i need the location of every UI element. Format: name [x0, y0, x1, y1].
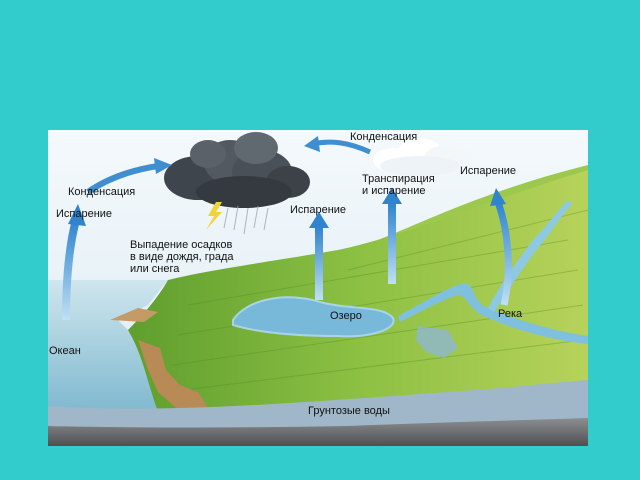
label-evaporation-center: Испарение — [290, 204, 347, 216]
label-river: Река — [498, 308, 523, 320]
label-precipitation: Выпадение осадков в виде дождя, града ил… — [130, 239, 234, 275]
lightning-icon — [206, 202, 222, 230]
label-condensation-left: Конденсация — [68, 186, 136, 198]
label-evaporation-left: Испарение — [56, 208, 113, 220]
water-cycle-illustration — [48, 130, 588, 446]
groundwater-layer — [48, 380, 588, 429]
white-cloud-icon — [373, 138, 472, 176]
coast-rocks-north — [110, 308, 158, 322]
seepage — [416, 326, 458, 358]
evaporation-arrow-icon — [62, 158, 512, 321]
water-cycle-diagram: Конденсация Испарение Транспирация и исп… — [48, 130, 588, 446]
rain-streaks — [223, 205, 269, 235]
lake-water — [232, 296, 395, 338]
label-groundwater: Грунтозые воды — [308, 405, 390, 417]
label-condensation-top: Конденсация — [350, 131, 418, 143]
storm-cloud-icon — [164, 132, 310, 208]
land — [128, 170, 588, 412]
coast-rocks — [138, 340, 208, 408]
river-water — [398, 283, 588, 344]
label-transpiration: Транспирация и испарение — [362, 173, 435, 197]
label-evaporation-right: Испарение — [460, 165, 517, 177]
ocean-water — [48, 280, 218, 412]
label-lake: Озеро — [330, 310, 362, 322]
label-ocean: Океан — [49, 345, 81, 357]
bedrock — [48, 418, 588, 446]
condensation-arrow-icon — [304, 136, 372, 155]
